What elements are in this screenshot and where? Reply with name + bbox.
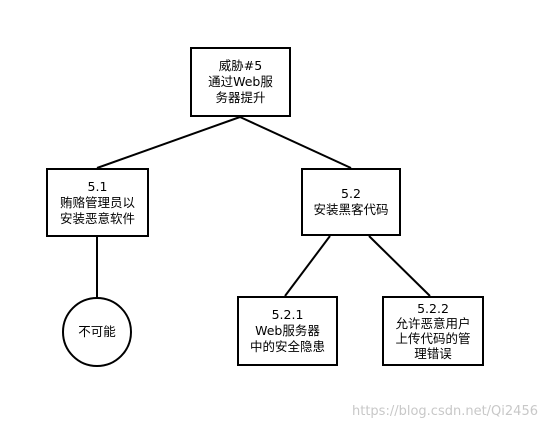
node-5-2-1-id: 5.2.1 (271, 307, 304, 322)
node-5-2-1: 5.2.1 Web服务器 中的安全隐患 (237, 296, 338, 366)
node-5-2-line-1: 安装黑客代码 (313, 202, 389, 217)
node-5-1-leaf: 不可能 (62, 297, 132, 367)
node-5-2-2: 5.2.2 允许恶意用户 上传代码的管 理错误 (382, 296, 484, 366)
node-5-2-2-id: 5.2.2 (417, 301, 449, 316)
edge-root-to-5-1 (96, 116, 241, 169)
node-5-2-2-line-3: 理错误 (414, 346, 452, 361)
root-line-1: 威胁#5 (218, 58, 263, 73)
edge-5-2-to-5-2-2 (368, 235, 431, 297)
node-5-2: 5.2 安装黑客代码 (301, 168, 401, 236)
node-5-1-line-2: 安装恶意软件 (59, 210, 135, 226)
node-5-2-2-line-1: 允许恶意用户 (395, 316, 471, 331)
root-line-2: 通过Web服 (208, 74, 273, 89)
node-5-2-1-line-1: Web服务器 (255, 323, 320, 338)
node-5-2-1-line-2: 中的安全隐患 (249, 339, 325, 354)
node-5-1-line-1: 贿赂管理员以 (59, 194, 135, 210)
edge-root-to-5-2 (239, 116, 352, 169)
watermark-text: https://blog.csdn.net/Qi2456 (352, 404, 538, 419)
node-5-1-id: 5.1 (87, 178, 108, 194)
node-5-2-id: 5.2 (341, 186, 361, 201)
root-line-3: 务器提升 (215, 90, 266, 105)
node-5-1: 5.1 贿赂管理员以 安装恶意软件 (46, 168, 149, 237)
node-5-2-2-line-2: 上传代码的管 (395, 331, 471, 346)
node-5-1-leaf-label: 不可能 (78, 324, 116, 339)
edge-5-2-to-5-2-1 (284, 235, 331, 297)
root-node: 威胁#5 通过Web服 务器提升 (190, 47, 291, 117)
